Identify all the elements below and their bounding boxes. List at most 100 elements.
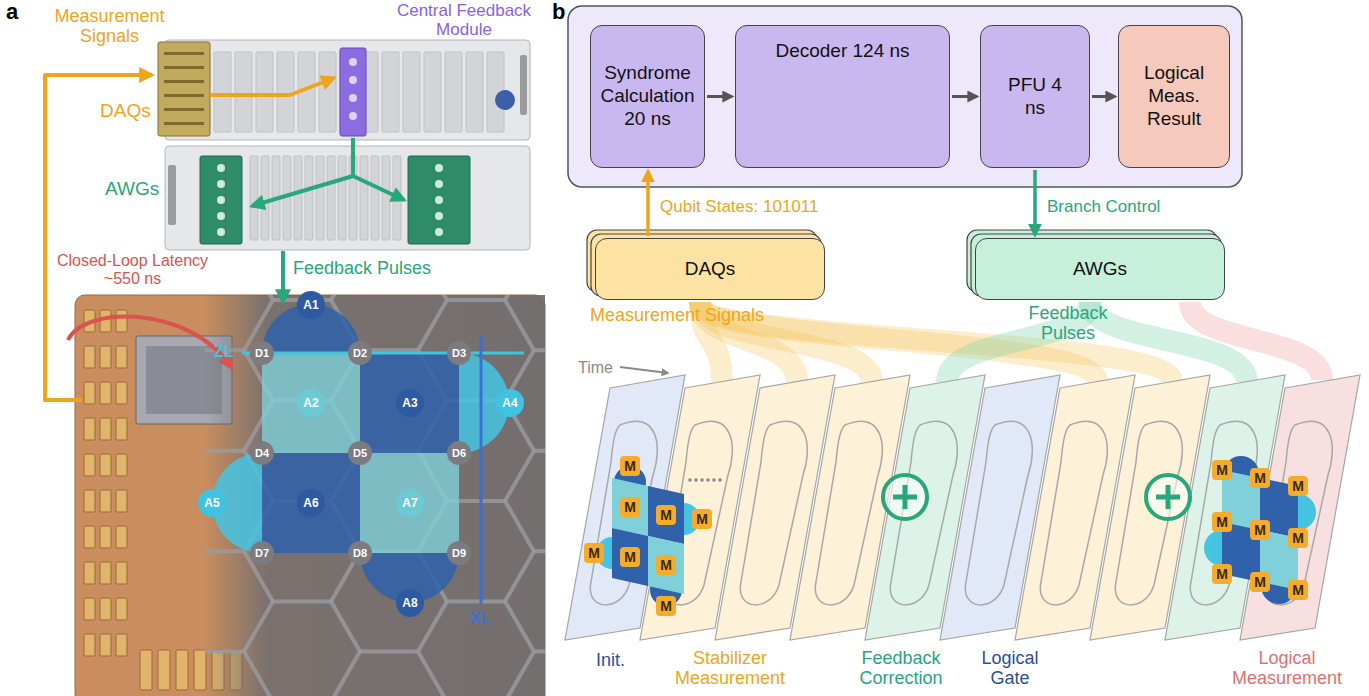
connector — [349, 112, 357, 120]
measure-badge: M — [620, 497, 640, 517]
card-trace — [164, 108, 204, 111]
connector — [349, 58, 357, 66]
pad — [84, 598, 95, 620]
ellipsis-dot — [718, 478, 722, 482]
node-text: D7 — [255, 547, 269, 559]
correction-ring — [883, 475, 927, 519]
measure-badge: M — [620, 456, 640, 476]
node-text: Decoder 124 ns — [775, 40, 909, 63]
connector — [217, 164, 225, 172]
feedback-module — [340, 48, 366, 136]
measure-badge: M — [692, 509, 712, 529]
connector — [349, 76, 357, 84]
logical-qubit-outline — [740, 421, 807, 604]
node-text: A3 — [402, 396, 417, 410]
slot — [403, 52, 420, 132]
pad — [116, 562, 127, 584]
measure-badge: M — [1212, 460, 1232, 480]
correction-symbol — [883, 475, 927, 519]
ellipsis-dot — [706, 478, 710, 482]
latency-arc — [68, 316, 232, 368]
time-arrow — [620, 367, 668, 373]
slot — [360, 156, 368, 240]
pad — [100, 418, 111, 440]
qubit-circle: A1 — [297, 291, 325, 319]
logical-qubit-outline — [590, 421, 657, 604]
qubit-circle: D6 — [447, 441, 471, 465]
plaquette — [612, 478, 648, 536]
ellipsis-dot — [694, 478, 698, 482]
qubit-circle: D4 — [250, 441, 274, 465]
pad — [194, 650, 206, 690]
connector-arrow — [646, 171, 650, 236]
plaquette — [360, 353, 459, 453]
handle — [168, 165, 176, 225]
pad — [116, 418, 127, 440]
card-trace — [164, 94, 204, 97]
correction-symbol — [1146, 475, 1190, 519]
node-text: A6 — [303, 496, 318, 510]
hex-cell — [205, 652, 273, 696]
daq-box: DAQs — [595, 238, 825, 300]
slot — [327, 156, 335, 240]
annotation: Measurement Signals — [590, 305, 764, 325]
slot — [466, 52, 483, 132]
node-text: Logical Meas. Result — [1134, 62, 1214, 130]
qubit-circle: D2 — [348, 341, 372, 365]
pad — [100, 598, 111, 620]
annotation: Feedback Correction — [842, 648, 960, 688]
annotation: Measurement Signals — [52, 6, 167, 46]
connector-arrow — [707, 95, 732, 98]
node-text: A5 — [204, 496, 219, 510]
decoder-box: Decoder 124 ns — [735, 25, 950, 168]
plaquette — [648, 536, 684, 594]
annotation: Feedback Pulses — [1018, 303, 1118, 343]
logo — [495, 90, 515, 110]
node-text: Syndrome Calculation 20 ns — [599, 62, 696, 130]
daq-card — [158, 42, 210, 136]
pad — [116, 310, 127, 332]
measurement-wire — [45, 75, 152, 400]
process-box: PFU 4 ns — [980, 25, 1090, 168]
signal-bands — [700, 302, 1322, 382]
card-trace — [164, 80, 204, 83]
edge-label: Branch Control — [1047, 197, 1160, 216]
process-box: Syndrome Calculation 20 ns — [590, 25, 705, 168]
measure-badge: M — [1288, 528, 1308, 548]
annotation: Time — [578, 359, 613, 377]
slot — [214, 52, 231, 132]
annotation: Central Feedback Module — [388, 1, 540, 39]
pad — [116, 346, 127, 368]
hex-cell — [205, 551, 273, 651]
stabilizer-plaquettes — [212, 304, 524, 604]
panel-letter: b — [552, 0, 565, 25]
qubit-circle: D3 — [447, 341, 471, 365]
slot — [382, 52, 399, 132]
qubit-circle: A7 — [396, 489, 424, 517]
qubit-circle: A4 — [496, 389, 524, 417]
awg-card — [200, 156, 242, 244]
node-text: D9 — [452, 547, 466, 559]
chassis — [165, 146, 530, 250]
slot — [371, 156, 379, 240]
slot — [445, 52, 462, 132]
qubit-circle: D7 — [250, 541, 274, 565]
card-trace — [164, 66, 204, 69]
pad — [100, 454, 111, 476]
hex-cell — [505, 551, 545, 651]
panel-letter: a — [6, 0, 18, 25]
pad — [84, 346, 95, 368]
central-feedback-frame — [568, 6, 1242, 187]
node-text: D5 — [353, 447, 367, 459]
pad — [116, 490, 127, 512]
qubit-circle: A3 — [396, 389, 424, 417]
measure-badge: M — [1288, 476, 1308, 496]
annotation: Logical Measurement — [1225, 648, 1349, 688]
qubit-circle: A2 — [297, 389, 325, 417]
measure-badge: M — [1250, 468, 1270, 488]
pad — [100, 490, 111, 512]
node-text: A7 — [402, 496, 417, 510]
result-box: Logical Meas. Result — [1118, 25, 1230, 168]
pad — [116, 634, 127, 656]
stabilizer-patch — [596, 466, 700, 606]
